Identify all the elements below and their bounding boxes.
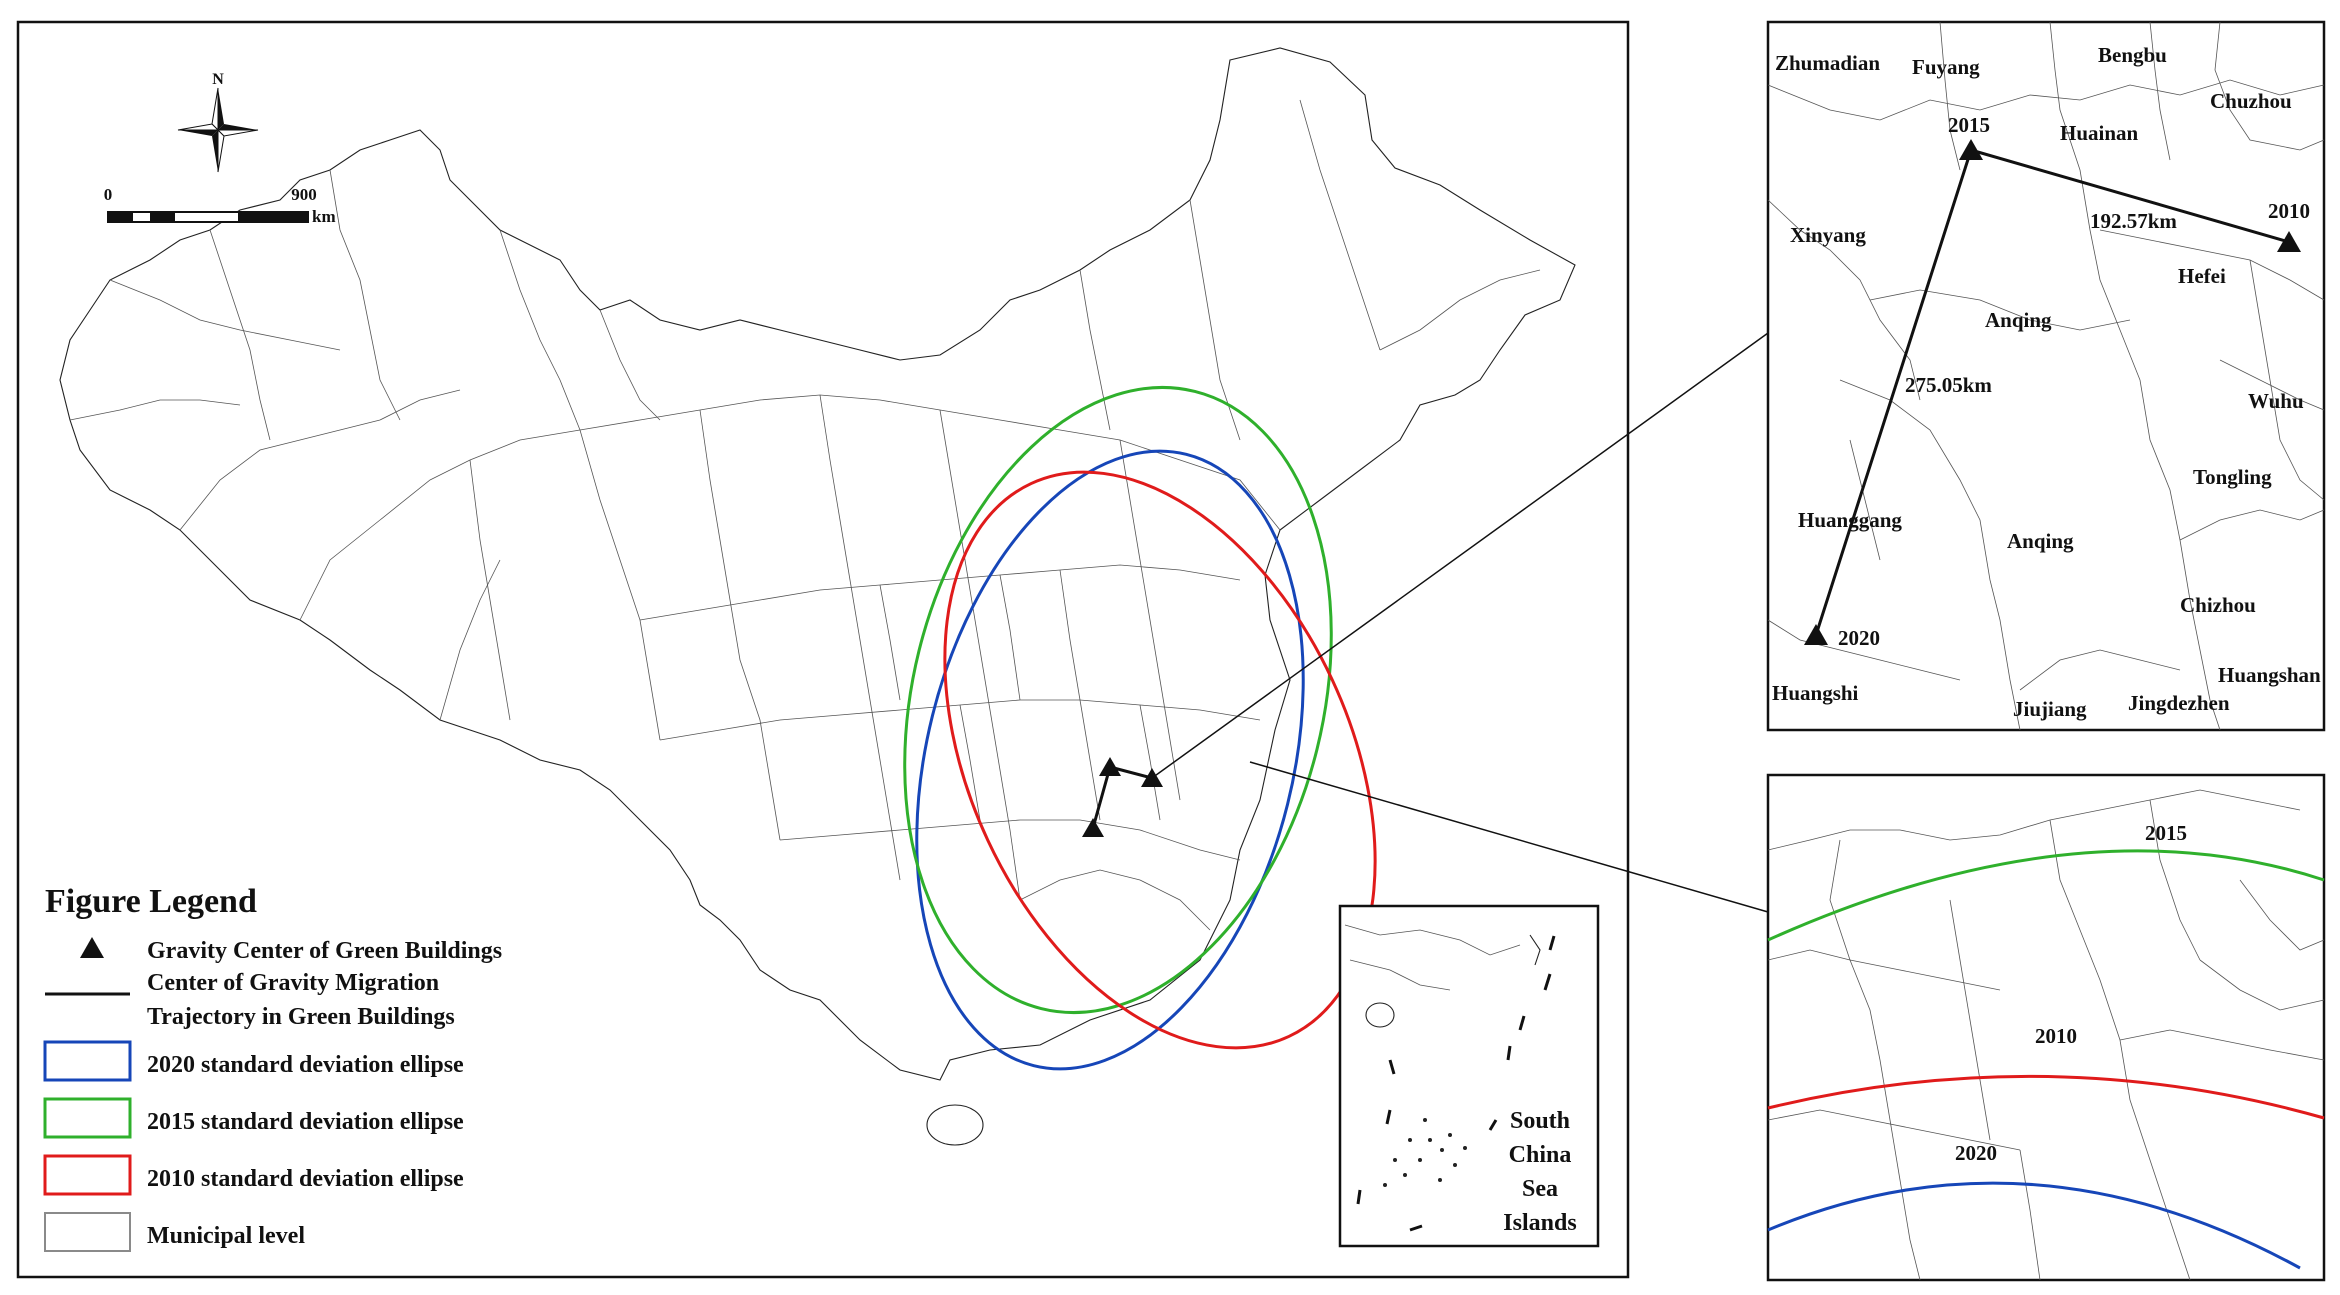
zoom2-label-2020: 2020 (1955, 1141, 1997, 1165)
zoom1-city-huangshan: Huangshan (2218, 663, 2321, 687)
zoom1-point-2015 (1959, 139, 1983, 160)
zoom2-arc-2020 (1767, 1181, 2301, 1270)
legend-triangle-symbol (80, 937, 104, 958)
zoom1-distance-1: 192.57km (2090, 209, 2177, 233)
zoom-panel-ellipses: 2015 2010 2020 (1766, 773, 2326, 1282)
zoom1-city-jiujiang: Jiujiang (2013, 697, 2087, 721)
china-map (59, 47, 1576, 1146)
scs-label-1: South (1510, 1108, 1570, 1134)
legend-trajectory-1: Center of Gravity Migration (147, 970, 439, 996)
legend-swatch-municipal (44, 1212, 131, 1252)
legend-gravity-center: Gravity Center of Green Buildings (147, 938, 502, 964)
zoom1-point-2010 (2277, 231, 2301, 252)
municipal-boundaries (69, 99, 1541, 931)
zoom1-boundaries (1767, 21, 2325, 731)
zoom1-city-anqing-2: Anqing (2007, 529, 2074, 553)
zoom1-year-2015: 2015 (1948, 113, 1990, 137)
legend-swatch-2015 (43, 1097, 132, 1139)
scs-label-2: China (1509, 1142, 1572, 1168)
gravity-center-2020 (1082, 818, 1104, 837)
zoom1-city-chizhou: Chizhou (2180, 593, 2256, 617)
scs-label-4: Islands (1503, 1210, 1576, 1236)
zoom1-city-huainan: Huainan (2060, 121, 2139, 145)
legend-ellipse-2015: 2015 standard deviation ellipse (147, 1109, 464, 1135)
gravity-center-2015 (1099, 757, 1121, 776)
zoom1-year-2020: 2020 (1838, 626, 1880, 650)
north-label: N (212, 71, 224, 88)
zoom1-city-huanggang: Huanggang (1798, 508, 1902, 532)
zoom2-label-2010: 2010 (2035, 1024, 2077, 1048)
zoom2-arc-2015 (1767, 849, 2325, 942)
zoom1-city-chuzhou: Chuzhou (2210, 89, 2292, 113)
ellipse-2020 (915, 449, 1305, 1071)
figure-legend: Figure Legend Gravity Center of Green Bu… (43, 883, 502, 1252)
china-outline (59, 47, 1576, 1081)
ellipse-2010 (943, 470, 1377, 1050)
legend-swatch-2020 (43, 1040, 132, 1082)
zoom2-boundaries (1767, 789, 2325, 1281)
zoom1-year-2010: 2010 (2268, 199, 2310, 223)
leader-line-zoom2 (1249, 761, 1769, 913)
zoom1-distance-2: 275.05km (1905, 373, 1992, 397)
ellipse-2015 (903, 385, 1333, 1015)
legend-municipal: Municipal level (147, 1223, 305, 1249)
legend-trajectory-2: Trajectory in Green Buildings (147, 1004, 455, 1030)
zoom1-city-tongling: Tongling (2193, 465, 2272, 489)
scale-zero: 0 (104, 185, 113, 204)
legend-ellipse-2010: 2010 standard deviation ellipse (147, 1166, 464, 1192)
zoom1-city-huangshi: Huangshi (1772, 681, 1859, 705)
south-china-sea-inset: South China Sea Islands (1338, 904, 1600, 1248)
std-deviation-ellipses (903, 385, 1377, 1071)
zoom1-city-fuyang: Fuyang (1912, 55, 1980, 79)
zoom1-city-xinyang: Xinyang (1790, 223, 1866, 247)
legend-title: Figure Legend (45, 883, 257, 920)
zoom1-city-zhumadian: Zhumadian (1775, 51, 1880, 75)
leader-line-zoom1 (1151, 332, 1769, 779)
north-arrow (177, 87, 259, 173)
zoom1-city-jingdezhen: Jingdezhen (2128, 691, 2230, 715)
legend-swatch-2010 (43, 1154, 132, 1196)
zoom-panel-trajectory: Zhumadian Fuyang Bengbu Chuzhou Huainan … (1766, 20, 2326, 732)
zoom1-city-hefei: Hefei (2178, 264, 2226, 288)
zoom1-point-2020 (1804, 624, 1828, 645)
scale-bar (107, 211, 309, 223)
scs-label-3: Sea (1522, 1176, 1558, 1202)
zoom2-label-2015: 2015 (2145, 821, 2187, 845)
zoom2-arc-2010 (1767, 1074, 2325, 1120)
zoom1-city-wuhu: Wuhu (2248, 389, 2304, 413)
zoom1-city-anqing-1: Anqing (1985, 308, 2052, 332)
legend-ellipse-2020: 2020 standard deviation ellipse (147, 1052, 464, 1078)
hainan-island (926, 1104, 984, 1146)
scale-unit: km (312, 207, 336, 226)
scale-max: 900 (291, 185, 317, 204)
zoom1-city-bengbu: Bengbu (2098, 43, 2167, 67)
